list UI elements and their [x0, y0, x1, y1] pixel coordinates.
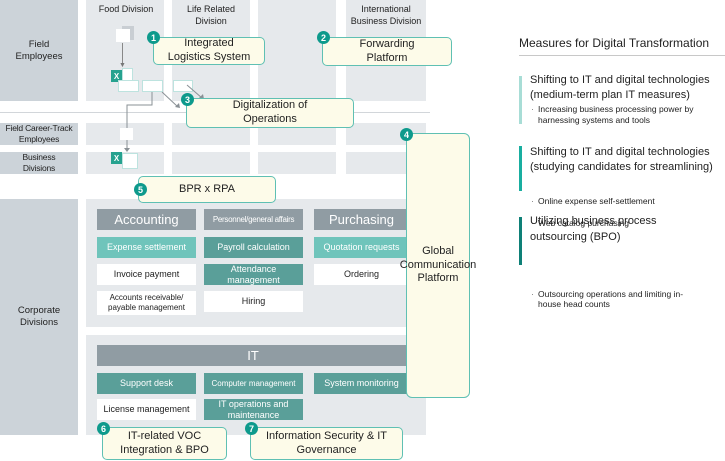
- it-item: System monitoring: [314, 373, 409, 394]
- legend-group-heading: Shifting to IT and digital technologies …: [530, 146, 713, 173]
- it-item: Support desk: [97, 373, 196, 394]
- document-box: [118, 80, 139, 92]
- legend-color-bar: [519, 76, 522, 124]
- callout-bpr-rpa: BPR x RPA: [138, 176, 276, 203]
- number-badge: 6: [97, 422, 110, 435]
- arrow-head: [175, 103, 180, 108]
- it-item: License management: [97, 399, 196, 420]
- callout-label: IT-related VOC Integration & BPO: [120, 429, 209, 456]
- it-header: IT: [97, 345, 409, 366]
- personnel-item: Attendance management: [204, 264, 303, 285]
- personnel-item: Payroll calculation: [204, 237, 303, 258]
- legend-divider: [519, 55, 725, 56]
- legend-bullet: Online expense self-settlement: [530, 196, 725, 207]
- document-box: [173, 80, 193, 92]
- row-field-career-track: Field Career-Track Employees: [0, 123, 78, 145]
- callout-label: BPR x RPA: [178, 182, 236, 195]
- legend-bullet: Web catalog purchasing: [530, 218, 725, 229]
- legend-bullet: Outsourcing operations and limiting in- …: [530, 289, 725, 310]
- row-label: Corporate Divisions: [17, 305, 61, 328]
- callout-label: Integrated Logistics System: [167, 37, 251, 63]
- personnel-item: Hiring: [204, 291, 303, 312]
- callout-global-communication: Global Communication Platform: [400, 133, 476, 398]
- connector-lines: [124, 84, 204, 152]
- number-badge: 5: [134, 183, 147, 196]
- purchasing-header: Purchasing: [314, 209, 409, 230]
- it-item: IT operations and maintenance: [204, 399, 303, 420]
- legend-bullet: Increasing business processing power by …: [530, 104, 725, 125]
- grid-cell: [258, 123, 336, 145]
- row-corporate-divisions: Corporate Divisions: [0, 199, 78, 435]
- connector-line: [126, 92, 153, 130]
- callout-label: Global Communication Platform: [399, 244, 477, 285]
- arrow-head: [199, 94, 204, 99]
- spreadsheet-sheet-icon: [122, 153, 138, 169]
- document-icon: [120, 128, 133, 140]
- purchasing-item: Quotation requests: [314, 237, 409, 258]
- legend-group-heading: Utilizing business process outsourcing (…: [530, 215, 657, 243]
- row-label: Business Divisions: [22, 152, 56, 173]
- arrow-head: [124, 148, 130, 152]
- callout-label: Digitalization of Operations: [232, 99, 308, 125]
- column-header-food: Food Division: [98, 4, 154, 14]
- column-header-international: International Business Division: [350, 4, 422, 26]
- callout-label: Information Security & IT Governance: [265, 429, 388, 456]
- document-box: [142, 80, 163, 92]
- purchasing-item: Ordering: [314, 264, 409, 285]
- number-badge: 3: [181, 93, 194, 106]
- row-label: Field Career-Track Employees: [5, 123, 73, 144]
- grid-cell: [258, 152, 336, 174]
- callout-label: Forwarding Platform: [359, 37, 415, 64]
- flow-arrow-line: [122, 43, 123, 66]
- callout-it-voc-bpo: IT-related VOC Integration & BPO: [102, 427, 227, 460]
- legend-title: Measures for Digital Transformation: [519, 36, 710, 50]
- accounting-header: Accounting: [97, 209, 196, 230]
- grid-cell: [172, 123, 250, 145]
- number-badge: 4: [400, 128, 413, 141]
- accounting-item: Expense settlement: [97, 237, 196, 258]
- row-business-divisions: Business Divisions: [0, 152, 78, 174]
- callout-digitalization: Digitalization of Operations: [186, 98, 354, 128]
- legend-color-bar: [519, 217, 522, 265]
- number-badge: 1: [147, 31, 160, 44]
- grid-cell: [172, 152, 250, 174]
- column-header-life: Life Related Division: [186, 4, 236, 26]
- callout-integrated-logistics: Integrated Logistics System: [153, 37, 265, 65]
- legend-color-bar: [519, 146, 522, 191]
- document-icon: [116, 29, 130, 42]
- row-field-employees: Field Employees: [0, 0, 78, 101]
- row-label: Field Employees: [15, 38, 63, 62]
- number-badge: 7: [245, 422, 258, 435]
- connector-line: [186, 84, 203, 99]
- accounting-item: Accounts receivable/ payable management: [97, 291, 196, 315]
- callout-information-security: Information Security & IT Governance: [250, 427, 403, 460]
- personnel-header: Personnel/general affairs: [204, 209, 303, 230]
- legend-group-heading: Shifting to IT and digital technologies …: [530, 74, 710, 101]
- excel-icon: X: [111, 152, 122, 164]
- callout-forwarding-platform: Forwarding Platform: [322, 37, 452, 66]
- accounting-item: Invoice payment: [97, 264, 196, 285]
- arrow-down-icon: ▼: [119, 62, 126, 69]
- it-item: Computer management: [204, 373, 303, 394]
- number-badge: 2: [317, 31, 330, 44]
- connector-line: [161, 91, 179, 108]
- excel-icon: X: [111, 70, 122, 82]
